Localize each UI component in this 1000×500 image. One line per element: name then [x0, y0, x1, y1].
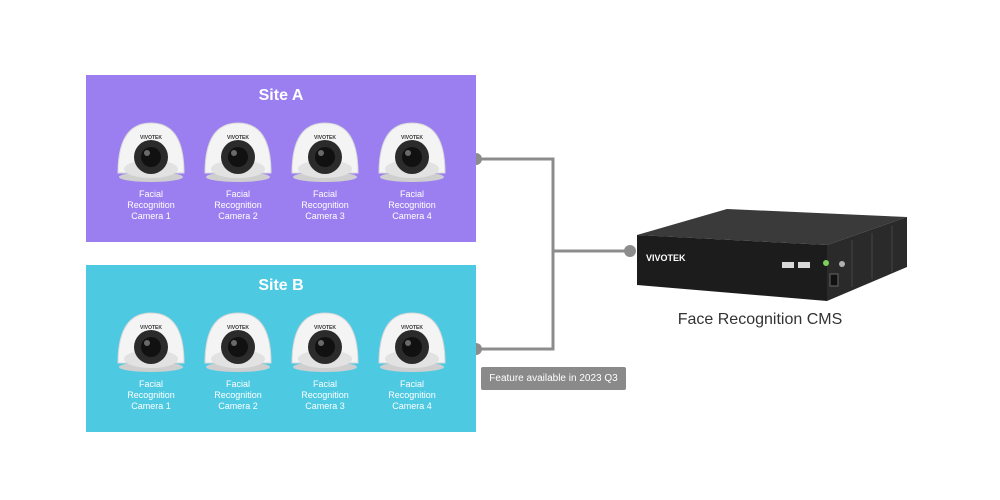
- camera-label: Facial Recognition Camera 3: [301, 379, 349, 411]
- camera-logo: VIVOTEK: [401, 325, 423, 331]
- site-b-camera-2: VIVOTEK Facial Recognition Camera 2: [201, 307, 275, 427]
- site-a-camera-1: VIVOTEK Facial Recognition Camera 1: [114, 117, 188, 237]
- camera-logo: VIVOTEK: [314, 325, 336, 331]
- dome-camera-icon: VIVOTEK: [291, 122, 359, 182]
- cms-label: Face Recognition CMS: [677, 311, 843, 328]
- site-b-camera-1: VIVOTEK Facial Recognition Camera 1: [114, 307, 188, 427]
- camera-logo: VIVOTEK: [314, 135, 336, 141]
- power-switch-icon: [829, 273, 839, 287]
- site-b-camera-4: VIVOTEK Facial Recognition Camera 4: [375, 307, 449, 427]
- cms-connector-dot: [624, 245, 636, 257]
- dome-camera-icon: VIVOTEK: [291, 312, 359, 372]
- site-a-camera-2: VIVOTEK Facial Recognition Camera 2: [201, 117, 275, 237]
- site-a-camera-4: VIVOTEK Facial Recognition Camera 4: [375, 117, 449, 237]
- cms-server-icon: VIVOTEK: [637, 209, 907, 301]
- cms-brand-logo: VIVOTEK: [646, 253, 686, 263]
- camera-label: Facial Recognition Camera 2: [214, 379, 262, 411]
- dome-camera-icon: VIVOTEK: [117, 122, 185, 182]
- status-led-icon: [823, 260, 829, 266]
- camera-logo: VIVOTEK: [140, 325, 162, 331]
- camera-label: Facial Recognition Camera 2: [214, 189, 262, 221]
- dome-camera-icon: VIVOTEK: [378, 312, 446, 372]
- dome-camera-icon: VIVOTEK: [378, 122, 446, 182]
- camera-logo: VIVOTEK: [401, 135, 423, 141]
- camera-logo: VIVOTEK: [227, 325, 249, 331]
- site-a-camera-3: VIVOTEK Facial Recognition Camera 3: [288, 117, 362, 237]
- dome-camera-icon: VIVOTEK: [204, 122, 272, 182]
- camera-label: Facial Recognition Camera 4: [388, 379, 436, 411]
- camera-label: Facial Recognition Camera 1: [127, 379, 175, 411]
- dome-camera-icon: VIVOTEK: [117, 312, 185, 372]
- feature-availability-badge: Feature available in 2023 Q3: [481, 367, 626, 390]
- camera-logo: VIVOTEK: [227, 135, 249, 141]
- dome-camera-icon: VIVOTEK: [204, 312, 272, 372]
- site-b-title: Site B: [258, 277, 304, 294]
- reset-button-icon: [839, 261, 845, 267]
- site-b-panel: Site B VIVOTEK Facial Recognition Camera…: [86, 265, 476, 432]
- site-a-panel: Site A VIVOTEK Facial Recognition Camera…: [86, 75, 476, 242]
- camera-label: Facial Recognition Camera 3: [301, 189, 349, 221]
- site-a-title: Site A: [258, 87, 304, 104]
- camera-label: Facial Recognition Camera 1: [127, 189, 175, 221]
- site-b-camera-3: VIVOTEK Facial Recognition Camera 3: [288, 307, 362, 427]
- camera-logo: VIVOTEK: [140, 135, 162, 141]
- usb-port-icon: [782, 262, 794, 268]
- camera-label: Facial Recognition Camera 4: [388, 189, 436, 221]
- usb-port-icon: [798, 262, 810, 268]
